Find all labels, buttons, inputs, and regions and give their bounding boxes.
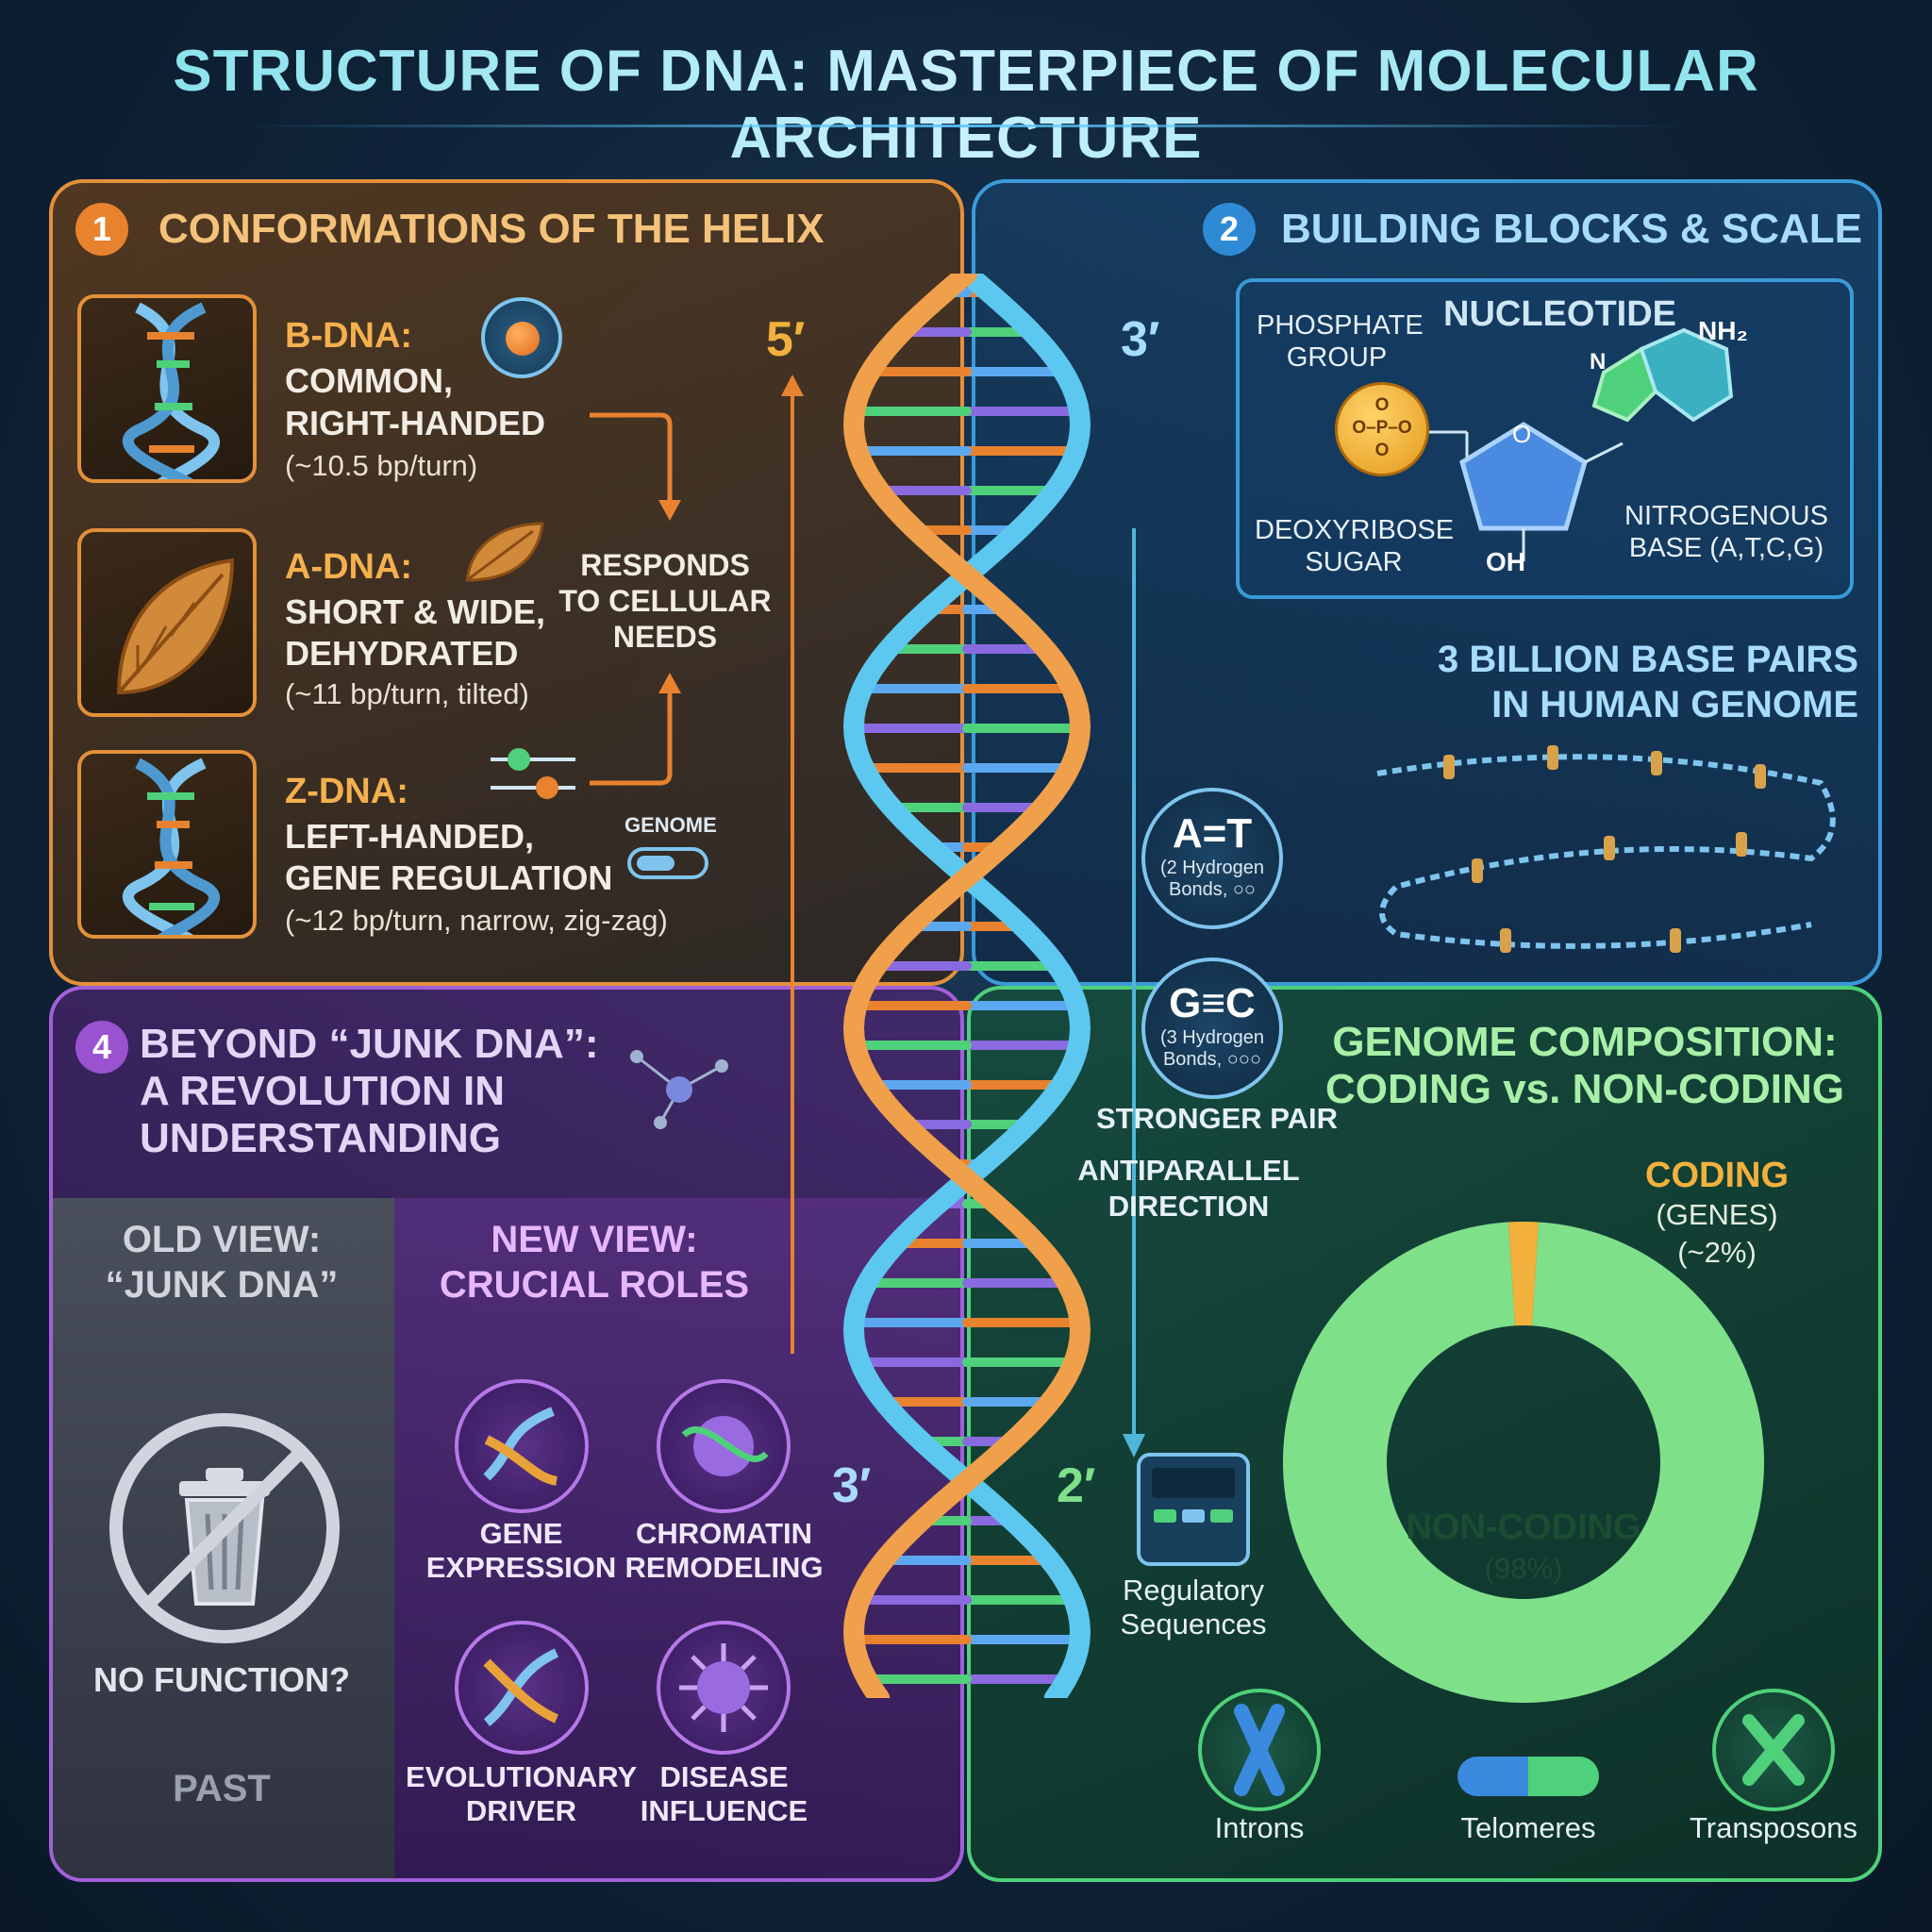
down-arrow	[1123, 528, 1145, 1457]
z-dna-thumbnail	[77, 750, 257, 939]
a-dna-line1: SHORT & WIDE,	[285, 592, 545, 631]
a-dna-detail: (~11 bp/turn, tilted)	[285, 677, 529, 710]
panel1-title: CONFORMATIONS OF THE HELIX	[158, 206, 824, 252]
transposons-label: Transposons	[1689, 1811, 1858, 1844]
noncoding-label: NON-CODING	[1406, 1507, 1641, 1547]
panel2-title: BUILDING BLOCKS & SCALE	[1281, 206, 1862, 252]
panel2-number-badge: 2	[1203, 203, 1256, 256]
introns-chromosome-icon	[1198, 1689, 1321, 1811]
past-label: PAST	[173, 1768, 271, 1809]
no-function-label: NO FUNCTION?	[93, 1660, 350, 1699]
up-arrow	[781, 375, 804, 1354]
b-dna-thumbnail	[77, 294, 257, 483]
helix-3prime-bottom-label: 3′	[832, 1458, 872, 1513]
introns-label: Introns	[1214, 1811, 1305, 1844]
z-dna-line2: GENE REGULATION	[285, 858, 613, 897]
responds-arrows	[590, 412, 681, 786]
a-dna-line2: DEHYDRATED	[285, 634, 519, 673]
new-view-label: NEW VIEW:CRUCIAL ROLES	[439, 1219, 750, 1306]
nucleotide-title: NUCLEOTIDE	[1443, 294, 1676, 334]
z-dna-name: Z-DNA:	[285, 772, 408, 811]
disease-influence-icon	[657, 1621, 791, 1755]
noncoding-slice	[1283, 1222, 1764, 1703]
genome-donut-chart	[1283, 1222, 1764, 1703]
old-view-label: OLD VIEW:“JUNK DNA”	[105, 1219, 339, 1306]
b-dna-helix-icon	[123, 302, 220, 479]
base-pair-rungs	[849, 288, 1085, 1684]
genome-label: GENOME	[625, 813, 717, 837]
nh2-label: NH₂	[1698, 316, 1748, 345]
nitrogenous-base-icon	[1591, 327, 1734, 423]
sugar-pentagon-icon	[1429, 422, 1624, 561]
z-dna-helix-icon	[123, 758, 220, 935]
sugar-o-atom: O	[1512, 420, 1532, 448]
helix-2prime-label: 2′	[1057, 1458, 1096, 1513]
base-n-atom: N	[1590, 349, 1607, 375]
b-dna-line1: COMMON,	[285, 361, 453, 400]
b-dna-detail: (~10.5 bp/turn)	[285, 449, 478, 482]
central-dna-helix	[842, 274, 1091, 1698]
panel3-title: GENOME COMPOSITION:CODING vs. NON-CODING	[1324, 1019, 1845, 1112]
b-dna-line2: RIGHT-HANDED	[285, 404, 545, 442]
telomeres-icon	[1457, 1757, 1599, 1796]
atom-icon	[481, 297, 562, 378]
responds-text: RESPONDS TO CELLULAR NEEDS	[558, 548, 772, 654]
coding-slice	[1507, 1222, 1540, 1326]
oh-label: OH	[1486, 547, 1525, 576]
b-dna-name: B-DNA:	[285, 316, 413, 356]
regulatory-device-icon	[1137, 1453, 1250, 1566]
chromatin-remodeling-icon	[657, 1379, 791, 1513]
coding-pct: (~2%)	[1677, 1236, 1757, 1269]
helix-strand-orange	[842, 274, 1091, 1698]
page-title: STRUCTURE OF DNA: MASTERPIECE OF MOLECUL…	[0, 38, 1932, 172]
a-dna-name: A-DNA:	[285, 547, 413, 587]
telomeres-label: Telomeres	[1460, 1811, 1596, 1844]
noncoding-pct: (98%)	[1484, 1552, 1563, 1585]
leaf-icon	[116, 558, 235, 695]
molecule-icon	[630, 1050, 728, 1129]
z-dna-detail: (~12 bp/turn, narrow, zig-zag)	[285, 904, 668, 937]
genome-capsule-icon	[627, 847, 708, 879]
panel4-number-badge: 4	[75, 1021, 128, 1074]
coding-sub: (GENES)	[1656, 1198, 1778, 1231]
trash-can-icon	[109, 1413, 340, 1643]
evolutionary-driver-icon	[455, 1621, 589, 1755]
helix-strand-blue	[842, 274, 1091, 1698]
switch-icon	[491, 748, 575, 799]
gene-expression-icon	[455, 1379, 589, 1513]
transposons-chromosome-icon	[1712, 1689, 1835, 1811]
a-dna-thumbnail	[77, 528, 257, 717]
z-dna-line1: LEFT-HANDED,	[285, 817, 534, 856]
gc-pair-badge: G≡C (3 Hydrogen Bonds, ○○○	[1141, 958, 1283, 1099]
stronger-pair-label: STRONGER PAIR	[1095, 1102, 1339, 1135]
genome-loop-icon	[1376, 745, 1836, 953]
coding-label: CODING	[1645, 1156, 1789, 1195]
helix-3prime-top-label: 3′	[1121, 312, 1160, 367]
at-pair-badge: A=T (2 Hydrogen Bonds, ○○	[1141, 788, 1283, 929]
panel1-number-badge: 1	[75, 203, 128, 256]
title-divider	[245, 125, 1687, 127]
helix-5prime-label: 5′	[766, 312, 806, 367]
small-leaf-icon	[465, 522, 544, 582]
